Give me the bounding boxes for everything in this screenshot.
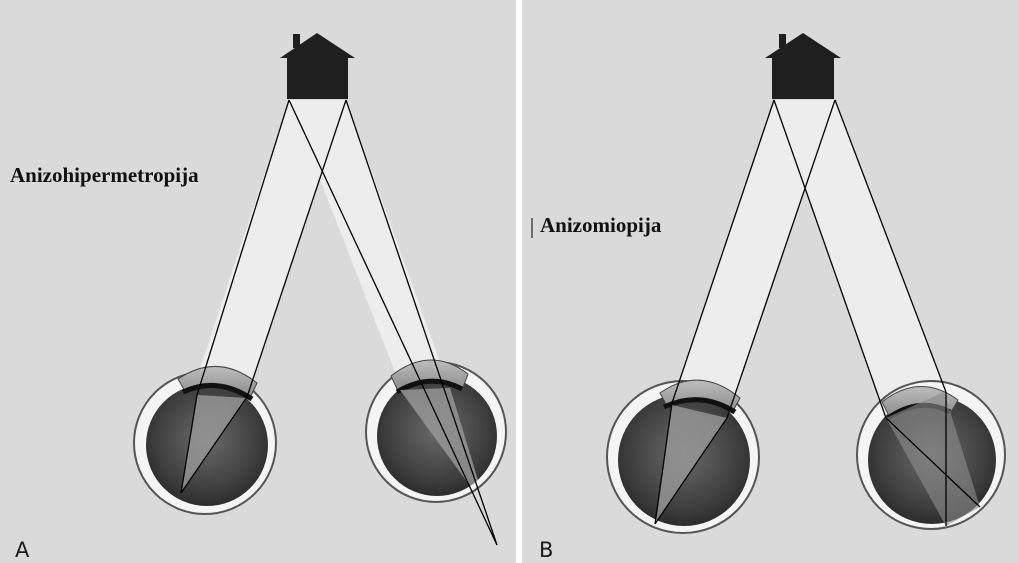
panel-letter-b: B <box>539 538 553 562</box>
condition-label-a: Anizohipermetropija <box>10 163 199 187</box>
panel-divider <box>516 0 522 563</box>
condition-label-b: Anizomiopija <box>540 213 662 237</box>
eye-b-right <box>857 381 1005 529</box>
panel-letter-a: A <box>15 538 30 562</box>
eye-b-left <box>607 380 759 533</box>
eye-a-right <box>366 360 506 502</box>
